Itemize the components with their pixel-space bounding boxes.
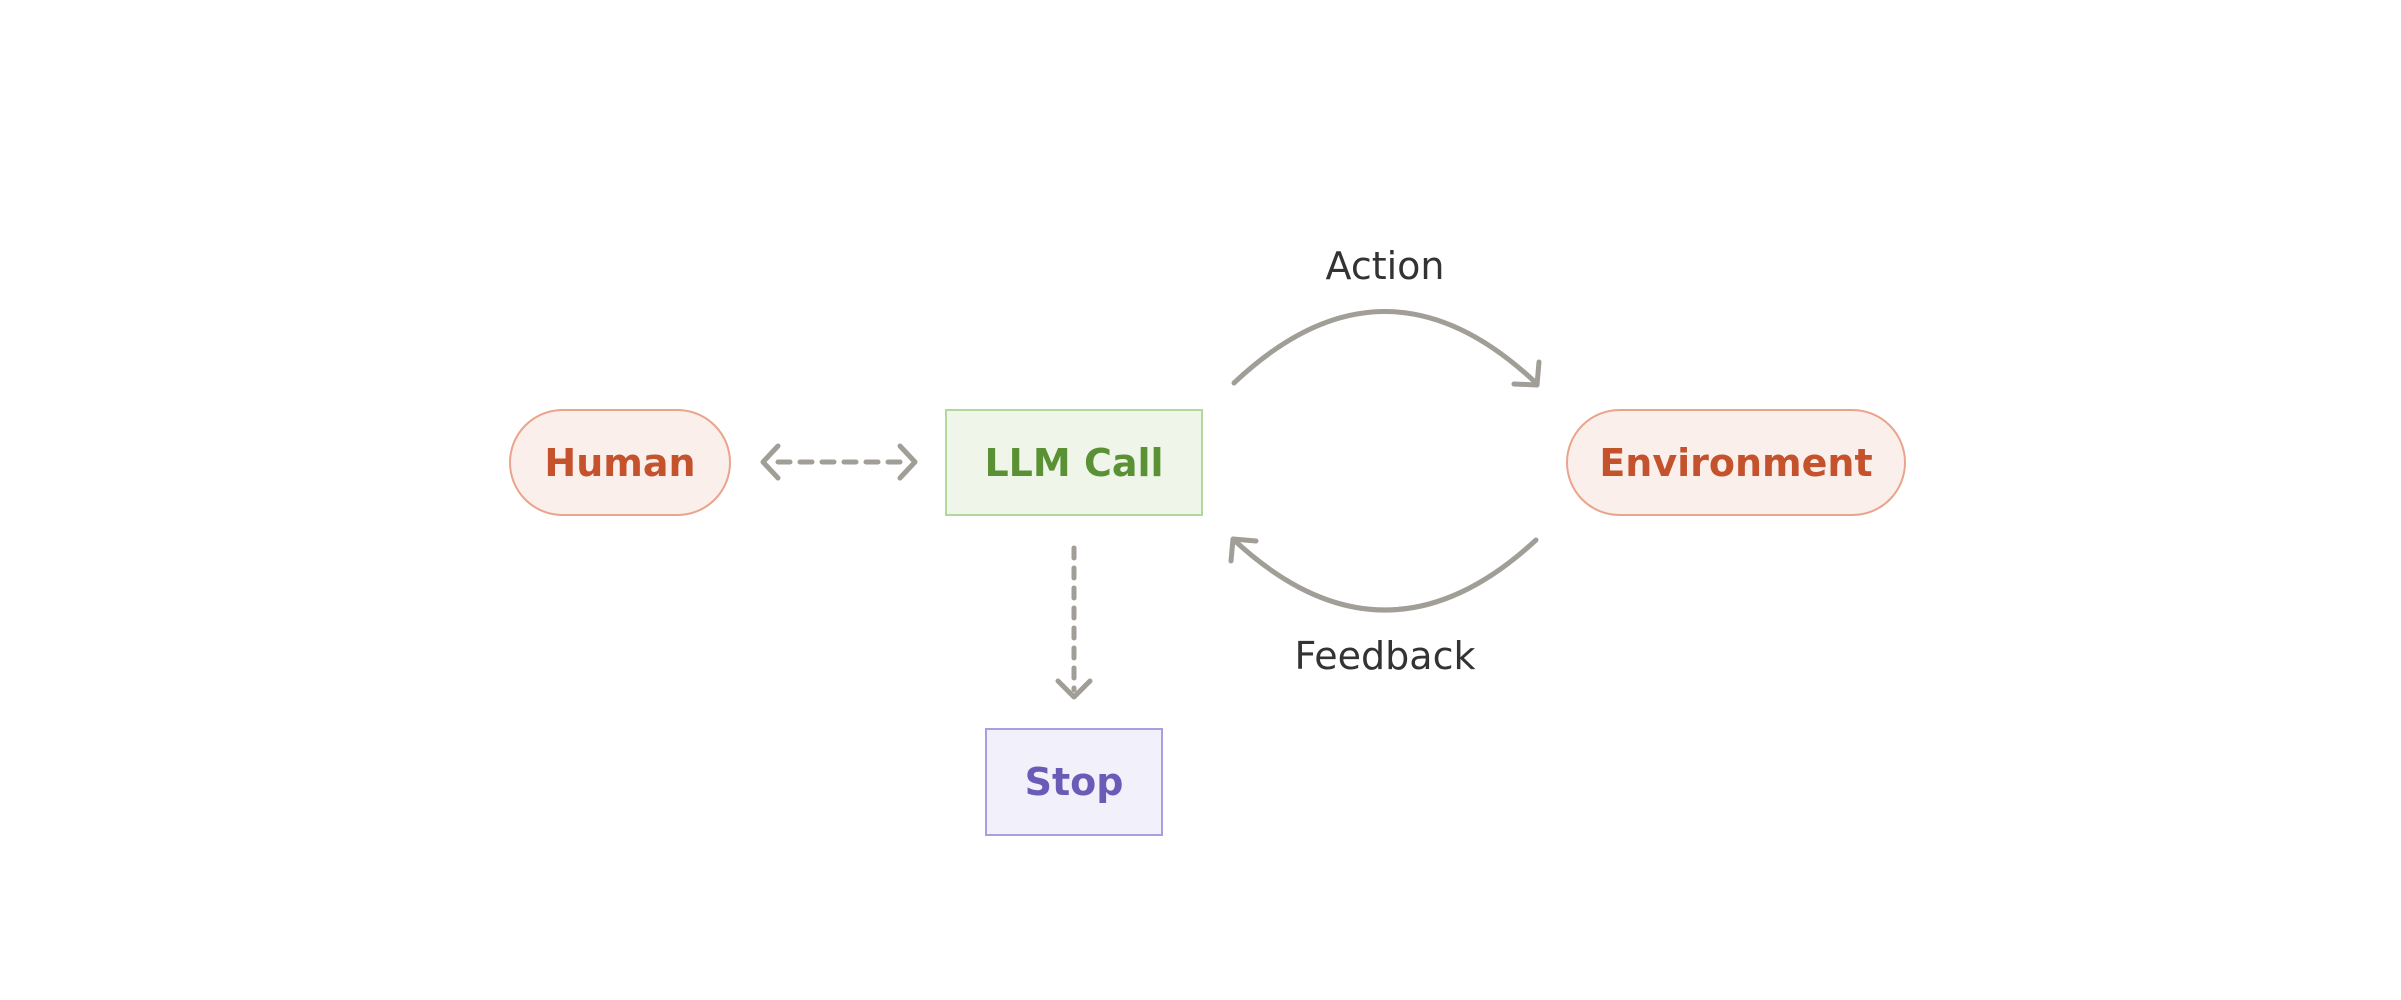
human-node: Human	[509, 409, 731, 516]
human-node-label: Human	[544, 440, 696, 485]
action-arrow	[1231, 309, 1542, 388]
stop-node-label: Stop	[1024, 760, 1124, 804]
llm-call-node: LLM Call	[945, 409, 1203, 516]
llm-call-node-label: LLM Call	[984, 440, 1164, 485]
action-label: Action	[1325, 244, 1445, 288]
environment-node-label: Environment	[1599, 440, 1873, 485]
feedback-arrow	[1228, 536, 1539, 613]
llm-stop-arrow	[1055, 545, 1093, 700]
human-llm-arrow	[760, 443, 918, 481]
feedback-label: Feedback	[1294, 634, 1476, 678]
environment-node: Environment	[1566, 409, 1906, 516]
stop-node: Stop	[985, 728, 1163, 836]
